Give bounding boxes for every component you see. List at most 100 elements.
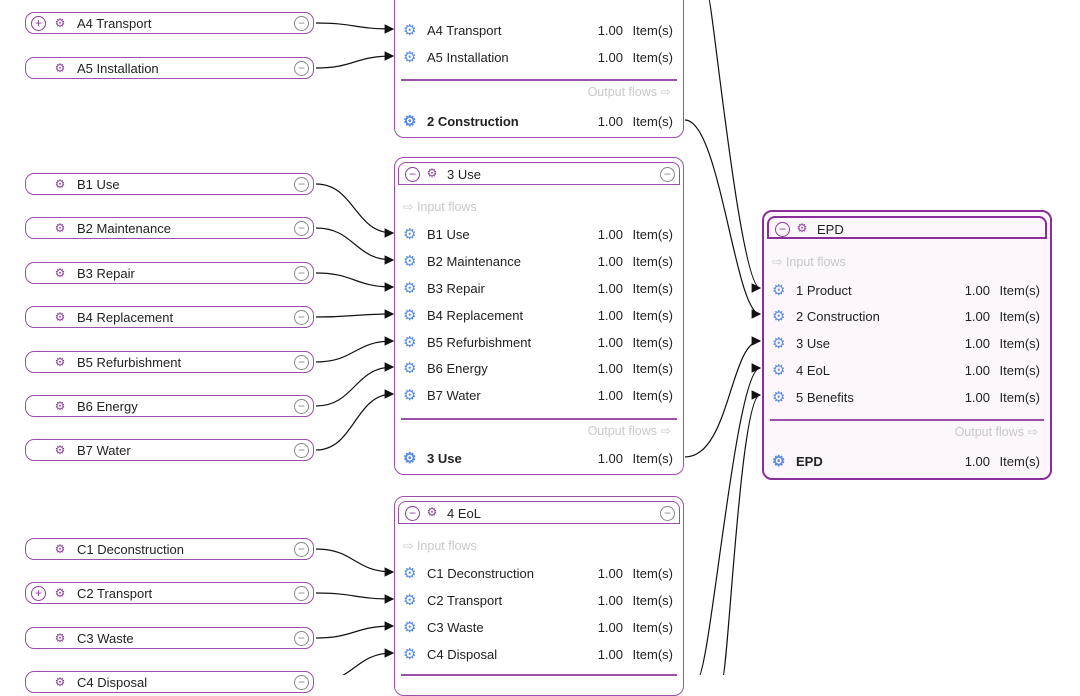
- flow-amount: 1.00: [964, 389, 990, 405]
- process-node-name: B5 Refurbishment: [77, 354, 182, 370]
- flow-name: B3 Repair: [427, 280, 485, 296]
- collapse-icon[interactable]: −: [294, 442, 309, 458]
- process-node[interactable]: +⚙C2 Transport−: [25, 582, 314, 604]
- flow-unit: Item(s): [632, 360, 673, 376]
- process-node[interactable]: ⚙B4 Replacement−: [25, 306, 314, 328]
- flow-name: B4 Replacement: [427, 307, 524, 323]
- flow-amount: 1.00: [597, 646, 623, 662]
- collapse-icon[interactable]: −: [660, 167, 675, 182]
- flow-name: B1 Use: [427, 226, 470, 242]
- gear-icon: ⚙: [403, 253, 417, 270]
- collapse-icon[interactable]: −: [294, 585, 309, 601]
- process-icon: ⚙: [54, 177, 66, 191]
- gear-icon: ⚙: [772, 335, 786, 352]
- gear-icon: ⚙: [403, 619, 417, 636]
- flow-amount: 1.00: [597, 49, 623, 65]
- collapse-box-icon[interactable]: −: [405, 506, 420, 521]
- flow-link: [315, 548, 395, 577]
- process-node[interactable]: ⚙C1 Deconstruction−: [25, 538, 314, 560]
- flow-link: [315, 621, 395, 639]
- process-icon: ⚙: [54, 399, 66, 413]
- process-node-name: A5 Installation: [77, 60, 159, 76]
- flow-amount: 1.00: [597, 307, 623, 323]
- process-node[interactable]: ⚙B5 Refurbishment−: [25, 351, 314, 373]
- flow-name: 1 Product: [796, 282, 852, 298]
- flow-name: A5 Installation: [427, 49, 509, 65]
- process-node[interactable]: ⚙B2 Maintenance−: [25, 217, 314, 239]
- process-icon: ⚙: [796, 221, 808, 235]
- gear-icon: ⚙: [403, 22, 417, 39]
- collapse-box-icon[interactable]: −: [775, 222, 790, 237]
- expand-icon[interactable]: +: [31, 585, 46, 601]
- flow-amount: 1.00: [597, 565, 623, 581]
- process-node[interactable]: ⚙B7 Water−: [25, 439, 314, 461]
- gear-icon: ⚙: [772, 362, 786, 379]
- process-icon: ⚙: [54, 310, 66, 324]
- divider: [401, 418, 677, 420]
- collapse-icon[interactable]: −: [660, 506, 675, 521]
- gear-icon: ⚙: [403, 360, 417, 377]
- process-node[interactable]: ⚙B3 Repair−: [25, 262, 314, 284]
- flow-name: 5 Benefits: [796, 389, 854, 405]
- flow-link: [315, 51, 395, 69]
- input-flows-label: ⇨ Input flows: [772, 255, 846, 269]
- gear-icon: ⚙: [403, 450, 417, 467]
- process-node[interactable]: ⚙C3 Waste−: [25, 627, 314, 649]
- process-node[interactable]: ⚙B1 Use−: [25, 173, 314, 195]
- collapse-box-icon[interactable]: −: [405, 167, 420, 182]
- gear-icon: ⚙: [403, 226, 417, 243]
- gear-icon: ⚙: [403, 646, 417, 663]
- expand-icon[interactable]: +: [31, 15, 46, 31]
- flow-link: [684, 119, 762, 319]
- collapse-icon[interactable]: −: [294, 354, 309, 370]
- collapse-icon[interactable]: −: [294, 220, 309, 236]
- flow-link: [708, 0, 762, 293]
- collapse-icon[interactable]: −: [294, 674, 309, 690]
- collapse-icon[interactable]: −: [294, 630, 309, 646]
- collapse-icon[interactable]: −: [294, 541, 309, 557]
- process-node[interactable]: ⚙A5 Installation−: [25, 57, 314, 79]
- process-node[interactable]: ⚙B6 Energy−: [25, 395, 314, 417]
- collapse-icon[interactable]: −: [294, 176, 309, 192]
- collapse-icon[interactable]: −: [294, 398, 309, 414]
- collapse-icon[interactable]: −: [294, 309, 309, 325]
- process-node[interactable]: ⚙C4 Disposal−: [25, 671, 314, 693]
- flow-link: [315, 183, 395, 238]
- process-icon: ⚙: [54, 221, 66, 235]
- process-node-name: C2 Transport: [77, 585, 153, 601]
- flow-unit: Item(s): [632, 49, 673, 65]
- flow-link: [699, 363, 762, 675]
- collapse-icon[interactable]: −: [294, 265, 309, 281]
- collapse-icon[interactable]: −: [294, 15, 309, 31]
- flow-amount: 1.00: [597, 22, 623, 38]
- output-flows-label: Output flows ⇨: [954, 425, 1038, 439]
- process-node[interactable]: +⚙A4 Transport−: [25, 12, 314, 34]
- collapse-icon[interactable]: −: [294, 60, 309, 76]
- flow-unit: Item(s): [632, 646, 673, 662]
- flow-link: [315, 272, 395, 292]
